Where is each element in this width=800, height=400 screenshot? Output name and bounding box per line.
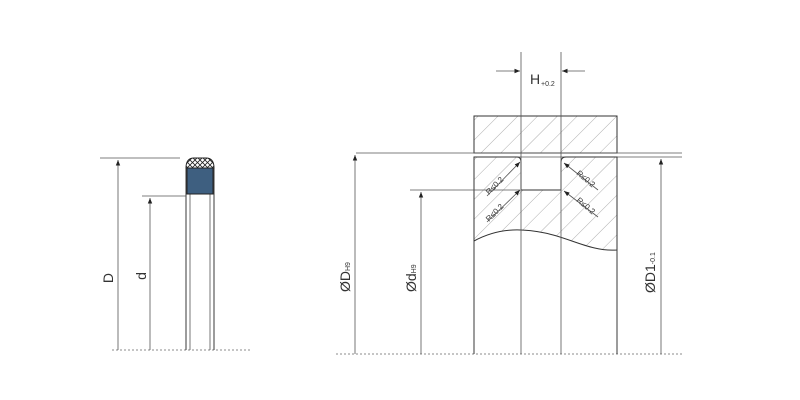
label-dH9: ØdH9	[403, 264, 419, 292]
label-dH9-prefix: Ød	[403, 273, 419, 292]
label-D1-prefix: ØD1	[642, 264, 658, 293]
label-dH9-sub: H9	[411, 264, 418, 273]
housing-block	[473, 115, 618, 154]
radius-leader-2	[486, 189, 521, 223]
seal-body	[186, 167, 214, 195]
label-DH9-prefix: ØD	[337, 271, 353, 292]
label-D1: ØD1-0.1	[642, 252, 658, 293]
radius-leader-1	[486, 161, 521, 197]
radius-leader-4	[563, 190, 599, 218]
radius-leader-3	[563, 162, 599, 191]
label-D1-sub: -0.1	[650, 252, 657, 264]
label-DH9: ØDH9	[337, 262, 353, 292]
label-D: D	[100, 273, 116, 283]
label-DH9-sub: H9	[345, 262, 352, 271]
label-H-tol: +0.2	[541, 81, 555, 88]
right-view: H +0.2 ØDH9 ØdH9 ØD1-0.1 R≤0.2 R≤0.2 R≤0…	[336, 52, 682, 355]
label-d: d	[133, 272, 149, 280]
rod-section	[473, 156, 618, 251]
left-view: D d	[100, 157, 250, 351]
seal-crosshatch	[185, 157, 215, 169]
label-H: H	[530, 71, 540, 87]
